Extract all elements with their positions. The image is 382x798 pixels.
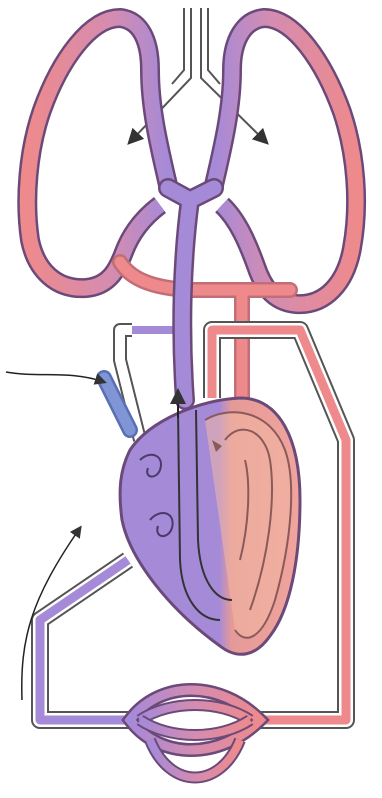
heart: [120, 392, 300, 654]
left-lung: [27, 18, 168, 288]
capillary-bed: [130, 690, 260, 778]
right-lung: [214, 18, 356, 304]
flow-arrows: [6, 372, 104, 700]
